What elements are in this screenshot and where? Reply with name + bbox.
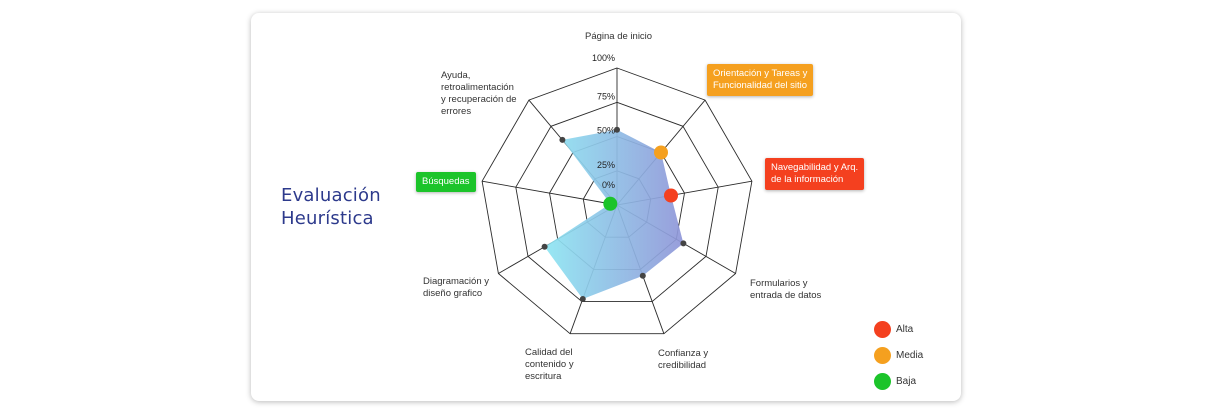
priority-marker-media (654, 145, 668, 160)
priority-marker-alta (664, 188, 678, 203)
radar-area (544, 129, 684, 299)
radar-points (541, 126, 687, 302)
data-point-8 (559, 136, 566, 143)
axis-label-confianza: Confianza y credibilidad (658, 348, 709, 371)
tick-label-1: 25% (597, 160, 615, 170)
legend-dot-baja (874, 372, 891, 390)
tick-label-4: 100% (592, 53, 615, 63)
axis-label-pagina-inicio: Página de inicio (585, 31, 653, 42)
legend-item-baja: Baja (874, 368, 923, 394)
grid-ring-4 (481, 67, 753, 335)
axis-label-orientacion: Orientación y Tareas y Funcionalidad del… (707, 64, 814, 96)
axis-label-diagramacion: Diagramación y diseño grafico (423, 276, 489, 299)
title-line-1: Evaluación (281, 185, 381, 206)
title-line-2: Heurística (281, 208, 374, 229)
axis-label-navegabilidad: Navegabilidad y Arq. de la información (765, 158, 865, 190)
axis-label-calidad: Calidad del contenido y escritura (525, 347, 574, 382)
axis-label-formularios: Formularios y entrada de datos (750, 278, 822, 301)
legend-label-baja: Baja (896, 375, 917, 387)
radar-area-group (544, 129, 684, 299)
legend-label-alta: Alta (896, 323, 914, 335)
data-point-4 (639, 272, 646, 279)
legend-dot-alta (874, 320, 891, 338)
legend: Alta Media Baja (874, 316, 923, 394)
tick-label-3: 75% (597, 91, 615, 101)
legend-label-media: Media (896, 349, 924, 361)
priority-marker-baja (603, 196, 618, 211)
grid-ring-3 (515, 101, 719, 303)
chart-title: Evaluación Heurística (281, 184, 431, 230)
tick-label-2: 50% (597, 126, 615, 136)
tick-label-0: 0% (602, 180, 615, 190)
data-point-6 (541, 243, 548, 250)
radar-tick-labels: 0% 25% 50% 75% 100% (592, 53, 615, 190)
axis-label-busquedas: Búsquedas (416, 172, 476, 192)
legend-item-alta: Alta (874, 316, 923, 342)
legend-item-media: Media (874, 342, 923, 368)
data-point-3 (680, 240, 687, 247)
axis-label-ayuda: Ayuda, retroalimentación y recuperación … (441, 70, 517, 117)
legend-dot-media (874, 346, 891, 364)
data-point-0 (614, 126, 620, 133)
grid-spoke-7 (482, 180, 618, 206)
data-point-5 (579, 296, 586, 302)
